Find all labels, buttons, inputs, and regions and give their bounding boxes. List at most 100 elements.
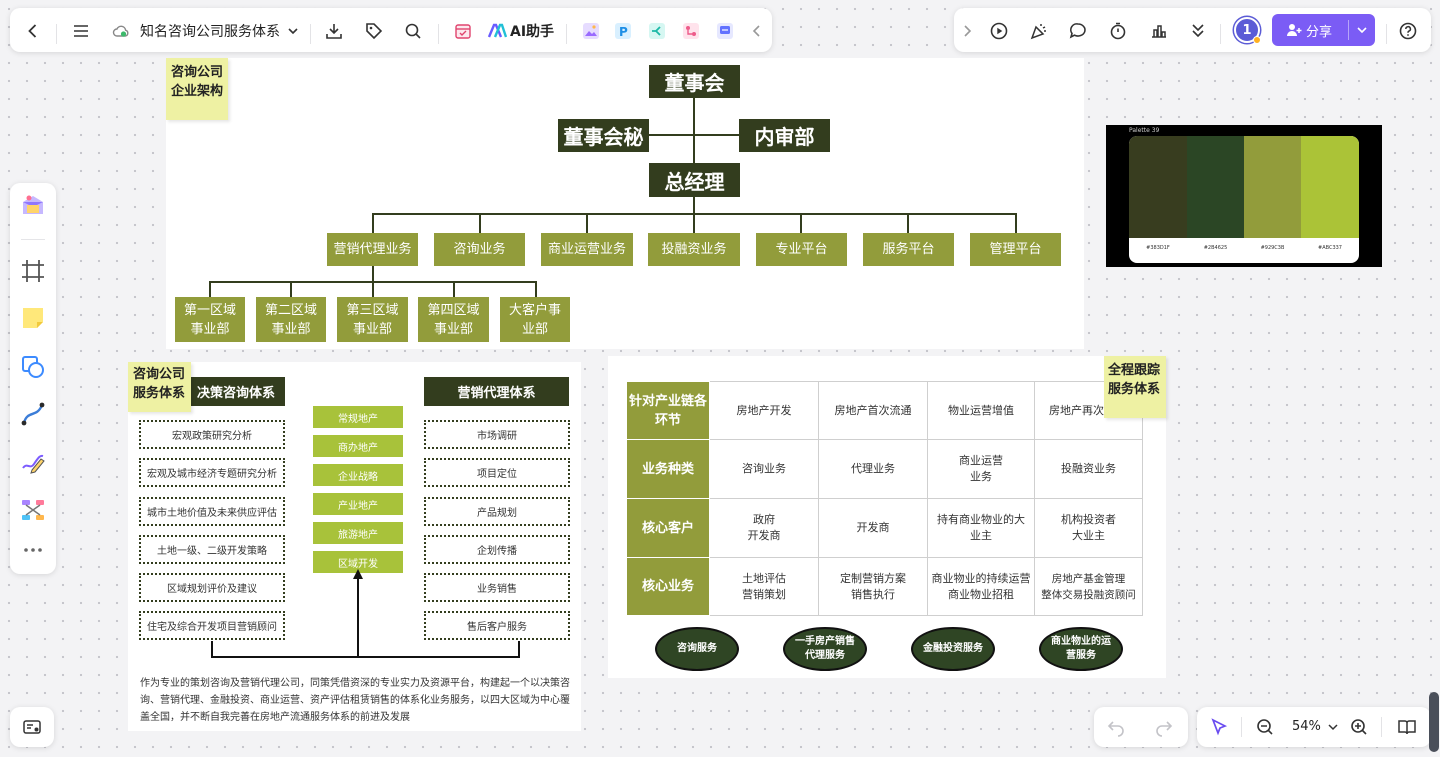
celebrate-icon[interactable] [1028, 20, 1050, 42]
doc-title[interactable]: 知名咨询公司服务体系 [140, 24, 280, 40]
scroll-handle[interactable] [1429, 692, 1439, 752]
consulting-item[interactable]: 宏观政策研究分析 [139, 420, 285, 449]
table-cell[interactable]: 定制营销方案 销售执行 [818, 557, 928, 616]
consulting-item[interactable]: 住宅及综合开发项目营销顾问 [139, 611, 285, 640]
real-estate-type-item[interactable]: 旅游地产 [313, 522, 403, 544]
marketing-item[interactable]: 项目定位 [424, 458, 570, 487]
table-cell[interactable]: 房地产开发 [709, 381, 819, 440]
sticky-note[interactable]: 咨询公司服务体系 [128, 362, 191, 412]
table-cell[interactable]: 土地评估 营销策划 [709, 557, 819, 616]
dept-node[interactable]: 营销代理业务 [327, 233, 418, 266]
real-estate-type-item[interactable]: 区域开发 [313, 551, 403, 573]
service-oval[interactable]: 一手房产销售代理服务 [783, 627, 867, 671]
frame-icon[interactable] [18, 256, 48, 286]
chevron-down-icon[interactable] [1325, 719, 1341, 735]
org-gm-node[interactable]: 总经理 [649, 163, 740, 197]
vote-icon[interactable] [1148, 20, 1170, 42]
palette-card[interactable]: Palette 39 #383D1F #2B4625 #929C3B #ABC3… [1106, 125, 1382, 267]
table-cell[interactable]: 商业运营 业务 [927, 439, 1035, 499]
table-cell[interactable]: 政府 开发商 [709, 498, 819, 558]
zoom-out-icon[interactable] [1255, 717, 1275, 737]
chevron-left-icon[interactable] [746, 20, 768, 42]
region-node[interactable]: 第四区域事业部 [418, 297, 489, 342]
dept-node[interactable]: 商业运营业务 [541, 233, 633, 266]
mindmap-app-icon[interactable] [646, 20, 668, 42]
consulting-item[interactable]: 宏观及城市经济专题研究分析 [139, 458, 285, 487]
table-cell[interactable]: 咨询业务 [709, 439, 819, 499]
dept-node[interactable]: 专业平台 [756, 233, 847, 266]
dept-node[interactable]: 咨询业务 [434, 233, 525, 266]
dept-node[interactable]: 投融资业务 [648, 233, 740, 266]
table-cell[interactable]: 物业运营增值 [927, 381, 1035, 440]
ai-logo-icon[interactable] [486, 20, 508, 42]
redo-icon[interactable] [1154, 717, 1174, 737]
chat-app-icon[interactable] [714, 20, 736, 42]
search-icon[interactable] [402, 20, 424, 42]
table-cell[interactable]: 投融资业务 [1034, 439, 1143, 499]
flow-app-icon[interactable] [680, 20, 702, 42]
mindmap-tool-icon[interactable] [18, 495, 48, 525]
comment-icon[interactable] [1067, 20, 1089, 42]
download-icon[interactable] [323, 20, 345, 42]
dept-node[interactable]: 服务平台 [863, 233, 954, 266]
sticky-note[interactable]: 全程跟踪服务体系 [1104, 356, 1166, 418]
marketing-agency-title[interactable]: 营销代理体系 [424, 377, 569, 406]
connector-icon[interactable] [18, 399, 48, 429]
more-icon[interactable] [18, 535, 48, 565]
table-cell[interactable]: 房地产首次流通 [818, 381, 928, 440]
real-estate-type-item[interactable]: 企业战略 [313, 464, 403, 486]
marketing-item[interactable]: 企划传播 [424, 535, 570, 564]
region-node[interactable]: 第一区域事业部 [175, 297, 245, 342]
menu-icon[interactable] [70, 20, 92, 42]
pen-icon[interactable] [18, 447, 48, 477]
tag-icon[interactable] [363, 20, 385, 42]
marketing-item[interactable]: 市场调研 [424, 420, 570, 449]
table-cell[interactable]: 代理业务 [818, 439, 928, 499]
real-estate-type-item[interactable]: 产业地产 [313, 493, 403, 515]
org-board-node[interactable]: 董事会 [649, 65, 740, 98]
p-app-icon[interactable]: P [612, 20, 634, 42]
help-icon[interactable] [1397, 20, 1419, 42]
template-icon[interactable] [18, 191, 48, 221]
timer-icon[interactable] [1107, 20, 1129, 42]
service-oval[interactable]: 商业物业的运营服务 [1039, 627, 1123, 671]
consulting-item[interactable]: 城市土地价值及未来供应评估 [139, 497, 285, 526]
marketing-item[interactable]: 售后客户服务 [424, 611, 570, 640]
region-node[interactable]: 第二区域事业部 [256, 297, 326, 342]
chevron-right-icon[interactable] [956, 20, 978, 42]
sticky-note-icon[interactable] [18, 303, 48, 333]
service-oval[interactable]: 金融投资服务 [911, 627, 995, 671]
select-cursor-icon[interactable] [1209, 717, 1229, 737]
table-cell[interactable]: 房地产基金管理 整体交易投融资顾问 [1034, 557, 1143, 616]
consulting-item[interactable]: 区域规划评价及建议 [139, 573, 285, 602]
table-cell[interactable]: 开发商 [818, 498, 928, 558]
real-estate-type-item[interactable]: 商办地产 [313, 435, 403, 457]
chevron-down-icon[interactable] [282, 20, 304, 42]
real-estate-type-item[interactable]: 常规地产 [313, 406, 403, 428]
book-map-icon[interactable] [1397, 717, 1417, 737]
consulting-item[interactable]: 土地一级、二级开发策略 [139, 535, 285, 564]
marketing-item[interactable]: 业务销售 [424, 573, 570, 602]
region-node[interactable]: 第三区域事业部 [337, 297, 408, 342]
back-icon[interactable] [22, 20, 44, 42]
marketing-item[interactable]: 产品规划 [424, 497, 570, 526]
org-audit-node[interactable]: 内审部 [739, 119, 830, 152]
zoom-level[interactable]: 54% [1292, 719, 1321, 734]
play-icon[interactable] [988, 20, 1010, 42]
collapse-icon[interactable] [1187, 20, 1209, 42]
org-secretary-node[interactable]: 董事会秘 [558, 119, 649, 152]
undo-icon[interactable] [1106, 717, 1126, 737]
table-cell[interactable]: 商业物业的持续运营 商业物业招租 [927, 557, 1035, 616]
table-cell[interactable]: 机构投资者 大业主 [1034, 498, 1143, 558]
minimap-button[interactable] [10, 707, 54, 747]
dept-node[interactable]: 管理平台 [970, 233, 1061, 266]
ai-assistant-button[interactable]: AI助手 [510, 24, 555, 40]
shape-icon[interactable] [18, 352, 48, 382]
sticky-note[interactable]: 咨询公司企业架构 [166, 58, 228, 120]
image-app-icon[interactable] [580, 20, 602, 42]
share-button[interactable]: 分享 [1272, 14, 1375, 46]
calendar-icon[interactable] [452, 20, 474, 42]
region-node[interactable]: 大客户事业部 [500, 297, 570, 342]
chevron-down-icon[interactable] [1354, 22, 1370, 38]
avatar[interactable]: 1 [1234, 17, 1260, 43]
